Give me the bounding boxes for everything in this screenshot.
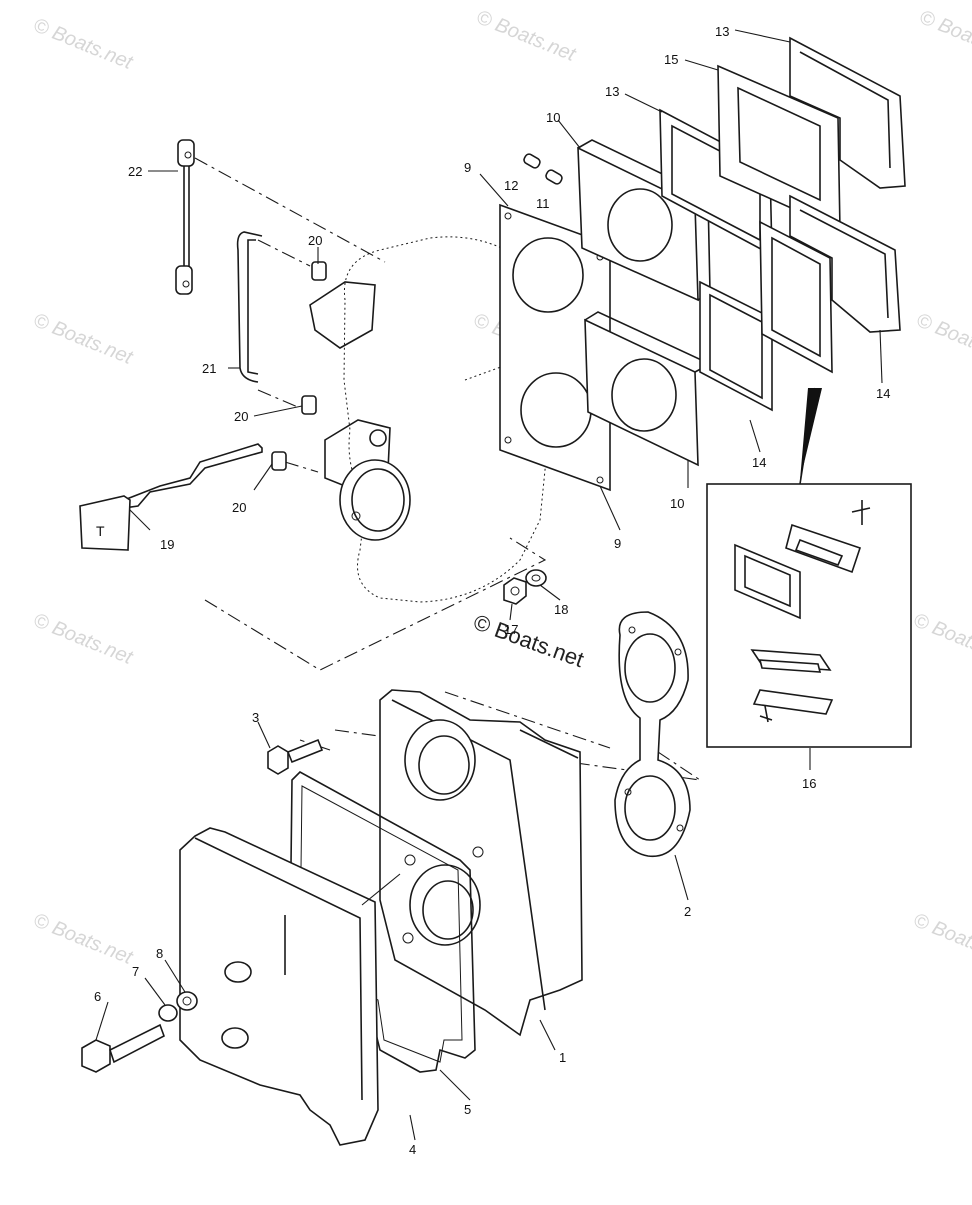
linkage-rod	[175, 139, 195, 295]
callout-20-low: 20	[232, 500, 246, 515]
callout-15: 15	[664, 52, 678, 67]
callout-7: 7	[132, 964, 139, 979]
callout-13-mid: 13	[605, 84, 619, 99]
callout-9-bottom: 9	[614, 536, 621, 551]
callout-12: 12	[504, 178, 518, 193]
callout-10-bottom: 10	[670, 496, 684, 511]
callout-1: 1	[559, 1050, 566, 1065]
choke-lever	[123, 443, 263, 509]
callout-9-top: 9	[464, 160, 471, 175]
callout-5: 5	[464, 1102, 471, 1117]
svg-text:T: T	[96, 523, 105, 539]
nut-washer	[503, 569, 547, 605]
carburetor-body	[309, 236, 551, 603]
watermark-bottom-left: © Boats.net	[30, 909, 137, 969]
screw-3	[267, 738, 324, 775]
leader-lines	[95, 29, 883, 1141]
callout-4: 4	[409, 1142, 416, 1157]
callout-22: 22	[128, 164, 142, 179]
watermark-lower-left: © Boats.net	[30, 609, 137, 669]
callout-8: 8	[156, 946, 163, 961]
callout-19: 19	[160, 537, 174, 552]
fuel-hose	[236, 231, 263, 383]
callout-20-mid: 20	[234, 409, 248, 424]
watermark-bottom-right: © Boats.net	[910, 909, 972, 969]
reed-gasket-13	[659, 108, 773, 412]
watermark-top-right: © Boats.net	[916, 6, 972, 66]
cover-4	[179, 827, 379, 1146]
callout-13-top: 13	[715, 24, 729, 39]
watermark-mid-right: © Boats.net	[913, 309, 972, 369]
hose-fittings	[271, 261, 327, 471]
carb-gasket-9	[499, 203, 611, 492]
reed-block-assembly	[717, 36, 906, 374]
watermark-mid-left: © Boats.net	[30, 309, 137, 369]
watermark-top-center: © Boats.net	[473, 6, 580, 66]
reed-detail-box	[706, 387, 912, 748]
callout-2: 2	[684, 904, 691, 919]
callout-11: 11	[536, 196, 550, 211]
callout-10-top: 10	[546, 110, 560, 125]
watermark-top-left: © Boats.net	[30, 14, 137, 74]
callout-21: 21	[202, 361, 216, 376]
gasket-2	[614, 611, 691, 858]
callout-14-low: 14	[752, 455, 766, 470]
dowel-pins	[523, 153, 563, 185]
callout-16: 16	[802, 776, 816, 791]
part-number-labels: 22 21 20 20 20 19 9 9 10 10 12 11 13 13 …	[94, 24, 890, 1157]
callout-18: 18	[554, 602, 568, 617]
callout-3: 3	[252, 710, 259, 725]
callout-6: 6	[94, 989, 101, 1004]
callout-17: 17	[504, 622, 518, 637]
callout-14-right: 14	[876, 386, 890, 401]
adapter-plate-1	[379, 689, 583, 1037]
callout-20-top: 20	[308, 233, 322, 248]
copyright-label: © Boats.net	[470, 609, 587, 672]
watermark-lower-right: © Boats.net	[910, 609, 972, 669]
